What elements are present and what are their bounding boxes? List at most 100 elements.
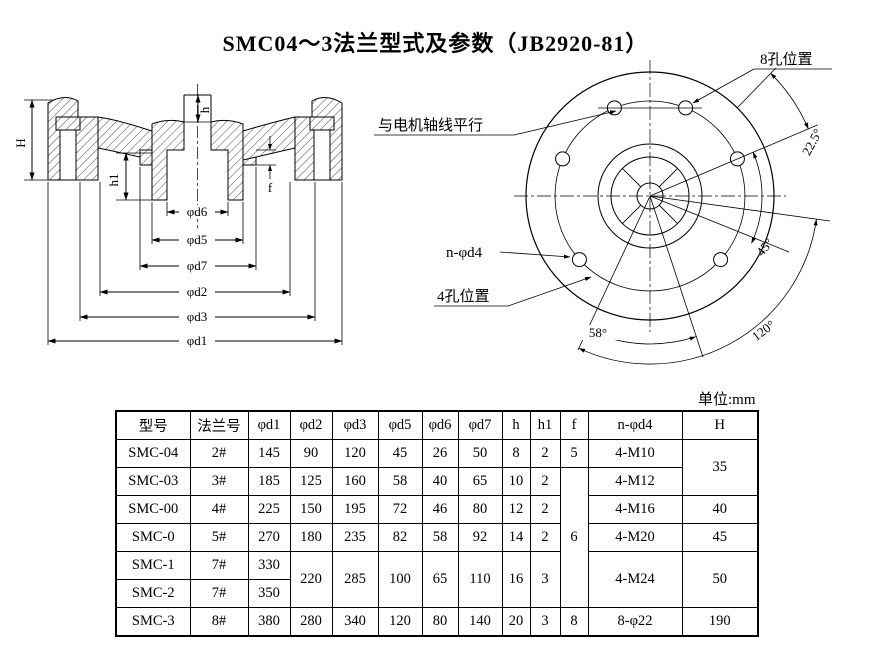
table-cell: 50 (681, 551, 759, 608)
table-cell: 8-φ22 (587, 607, 683, 637)
table-cell: 6 (559, 467, 589, 608)
table-cell: 3# (189, 467, 249, 496)
table-cell: 380 (247, 607, 291, 637)
table-cell: 40 (681, 495, 759, 524)
column-header: φd3 (331, 410, 379, 440)
table-cell: 125 (289, 467, 333, 496)
table-cell: 2 (529, 467, 561, 496)
table-cell: 110 (457, 551, 503, 608)
table-cell: 45 (377, 439, 423, 468)
table-cell: 80 (457, 495, 503, 524)
dim-label-bg (179, 205, 215, 219)
table-cell: 4-M12 (587, 467, 683, 496)
table-cell: 26 (421, 439, 459, 468)
table-cell: 2 (529, 523, 561, 552)
unit-label: 单位:mm (698, 392, 756, 408)
table-cell: 150 (289, 495, 333, 524)
table-cell: 20 (501, 607, 531, 637)
bolt-hole (713, 252, 729, 268)
table-cell: 4-M24 (587, 551, 683, 608)
column-header: φd6 (421, 410, 459, 440)
table-cell: SMC-00 (115, 495, 191, 524)
page-title: SMC04～3法兰型式及参数（JB2920-81） (222, 31, 649, 56)
table-cell: SMC-03 (115, 467, 191, 496)
table-cell: 285 (331, 551, 379, 608)
table-cell: 4# (189, 495, 249, 524)
table-row: SMC-0 5# 270 180 235 82 58 92 14 2 4-M20… (115, 523, 759, 552)
column-header: H (681, 410, 759, 440)
table-cell: 270 (247, 523, 291, 552)
table-cell: 50 (457, 439, 503, 468)
dim-label-bg (179, 334, 215, 348)
table-cell: 40 (421, 467, 459, 496)
column-header: φd1 (247, 410, 291, 440)
column-header: 法兰号 (189, 410, 249, 440)
table-row: SMC-00 4# 225 150 195 72 46 80 12 2 4-M1… (115, 495, 759, 524)
table-cell: 8 (501, 439, 531, 468)
table-cell: 65 (421, 551, 459, 608)
table-row: SMC-2 7# 350 (115, 579, 758, 608)
table-cell: 220 (289, 551, 333, 608)
table-cell: 72 (377, 495, 423, 524)
table-cell: 58 (421, 523, 459, 552)
table-cell: 340 (331, 607, 379, 637)
dim-label-H: H (13, 138, 28, 147)
dim-label-d3: φd3 (187, 309, 208, 324)
table-cell: 46 (421, 495, 459, 524)
dim-label-d6: φd6 (187, 204, 208, 219)
dim-label-d2: φd2 (187, 284, 208, 299)
angle-label-120: 120° (749, 317, 778, 344)
table-cell: 330 (247, 551, 291, 580)
table-cell: 92 (457, 523, 503, 552)
dim-label-bg (578, 325, 618, 340)
table-cell: 5# (189, 523, 249, 552)
table-cell: 8 (559, 607, 589, 637)
table-row: SMC-04 2# 145 90 120 45 26 50 8 2 5 4-M1… (115, 439, 759, 496)
table-cell: 4-M20 (587, 523, 683, 552)
column-header: n-φd4 (587, 410, 683, 440)
table-cell: 82 (377, 523, 423, 552)
table-cell: 120 (377, 607, 423, 637)
dim-label-bg (179, 233, 215, 247)
table-cell: 145 (247, 439, 291, 468)
table-cell: 65 (457, 467, 503, 496)
label-8-hole-position: 8孔位置 (760, 51, 813, 68)
table-cell: 235 (331, 523, 379, 552)
dim-label-h1: h1 (106, 174, 121, 187)
table-cell: 140 (457, 607, 503, 637)
table-cell: 45 (681, 523, 759, 552)
angle-label-58: 58° (589, 325, 607, 340)
table-cell: 195 (331, 495, 379, 524)
table-cell: SMC-1 (115, 551, 191, 580)
table-cell: 120 (331, 439, 379, 468)
table-cell: 3 (529, 607, 561, 637)
table-cell: 160 (331, 467, 379, 496)
column-header: φd5 (377, 410, 423, 440)
table-cell: 4-M16 (587, 495, 683, 524)
table-cell: SMC-0 (115, 523, 191, 552)
section-view-labels: H h h1 f φd6 φd5 φd7 φd2 φd3 φd1 (13, 106, 273, 348)
table-cell: 80 (421, 607, 459, 637)
table-cell: 10 (501, 467, 531, 496)
table-cell: 350 (247, 579, 291, 608)
label-4-hole-position: 4孔位置 (437, 288, 490, 305)
column-header: 型号 (115, 410, 191, 440)
table-cell: 190 (681, 607, 759, 637)
table-row: SMC-03 3# 185 125 160 58 40 65 10 2 6 4-… (115, 467, 758, 608)
bolt-hole (555, 151, 571, 167)
dim-label-bg (179, 259, 215, 273)
dim-label-bg (179, 285, 215, 299)
table-cell: 14 (501, 523, 531, 552)
table-cell: 7# (189, 551, 249, 580)
angle-label-22-5: 22.5° (799, 126, 825, 158)
table-cell: 2 (529, 495, 561, 524)
table-cell: 185 (247, 467, 291, 496)
table-cell: 5 (559, 439, 589, 468)
table-cell: SMC-04 (115, 439, 191, 468)
section-view (24, 84, 343, 345)
bolt-hole (571, 252, 587, 268)
table-cell: SMC-2 (115, 579, 191, 608)
column-header: h1 (529, 410, 561, 440)
table-cell: 12 (501, 495, 531, 524)
